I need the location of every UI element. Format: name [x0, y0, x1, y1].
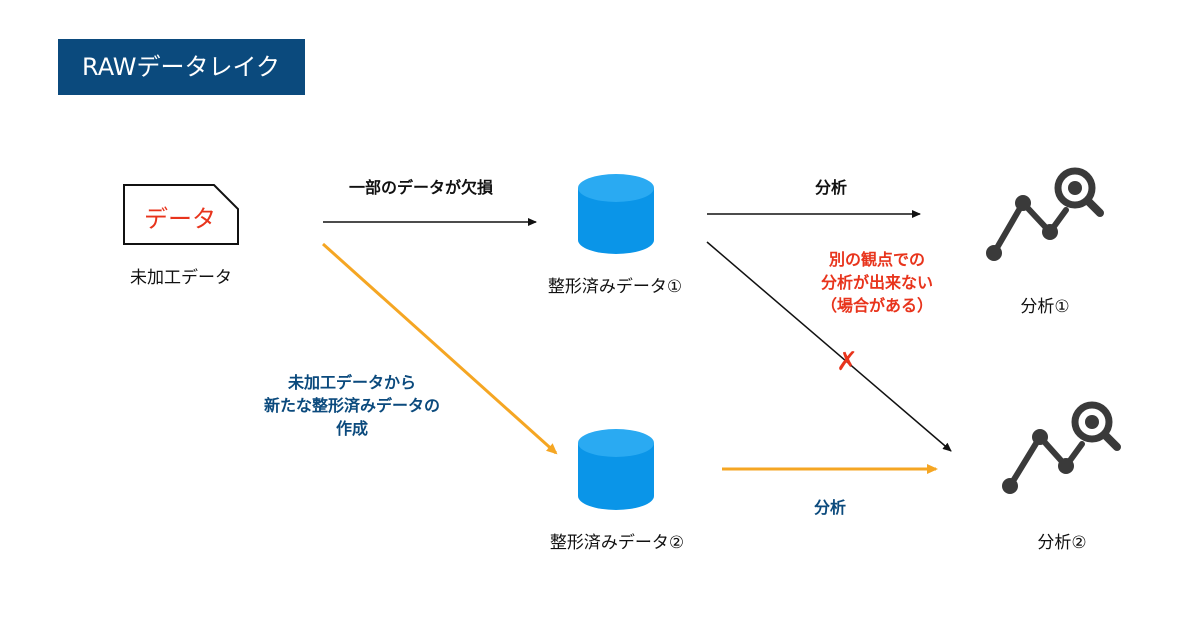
cross-note-line-2: 分析が出来ない [820, 273, 934, 293]
analysis2-label: 分析② [1037, 533, 1087, 553]
document-text: データ [144, 205, 216, 233]
analytics-search-icon-1 [986, 167, 1104, 261]
bottom-edge-line-2: 新たな整形済みデータの [263, 396, 441, 416]
analytics-search-icon-2 [1002, 401, 1121, 494]
source-label: 未加工データ [130, 268, 232, 288]
top-edge-label: 一部のデータが欠損 [348, 178, 494, 197]
bottom-analysis-edge-label: 分析 [813, 498, 847, 517]
document-icon [123, 184, 239, 245]
database-icon-1 [578, 174, 654, 254]
bottom-edge-line-3: 作成 [335, 419, 369, 439]
page-title: RAWデータレイク [58, 39, 305, 95]
analysis1-label: 分析① [1020, 297, 1070, 317]
blocked-x-mark: ✗ [836, 347, 858, 377]
bottom-edge-line-1: 未加工データから [287, 373, 417, 392]
store2-label: 整形済みデータ② [549, 533, 685, 553]
top-analysis-edge-label: 分析 [814, 178, 848, 197]
arrow-source-to-store2 [321, 242, 558, 455]
cross-flow-note: 別の観点での 分析が出来ない （場合がある） [821, 248, 933, 318]
store1-label: 整形済みデータ① [547, 277, 683, 297]
bottom-edge-label: 未加工データから 新たな整形済みデータの 作成 [264, 371, 440, 441]
database-icon-2 [578, 429, 654, 510]
cross-note-line-3: （場合がある） [820, 296, 934, 316]
arrow-store1-to-analysis2 [706, 241, 952, 452]
cross-note-line-1: 別の観点での [828, 250, 926, 269]
